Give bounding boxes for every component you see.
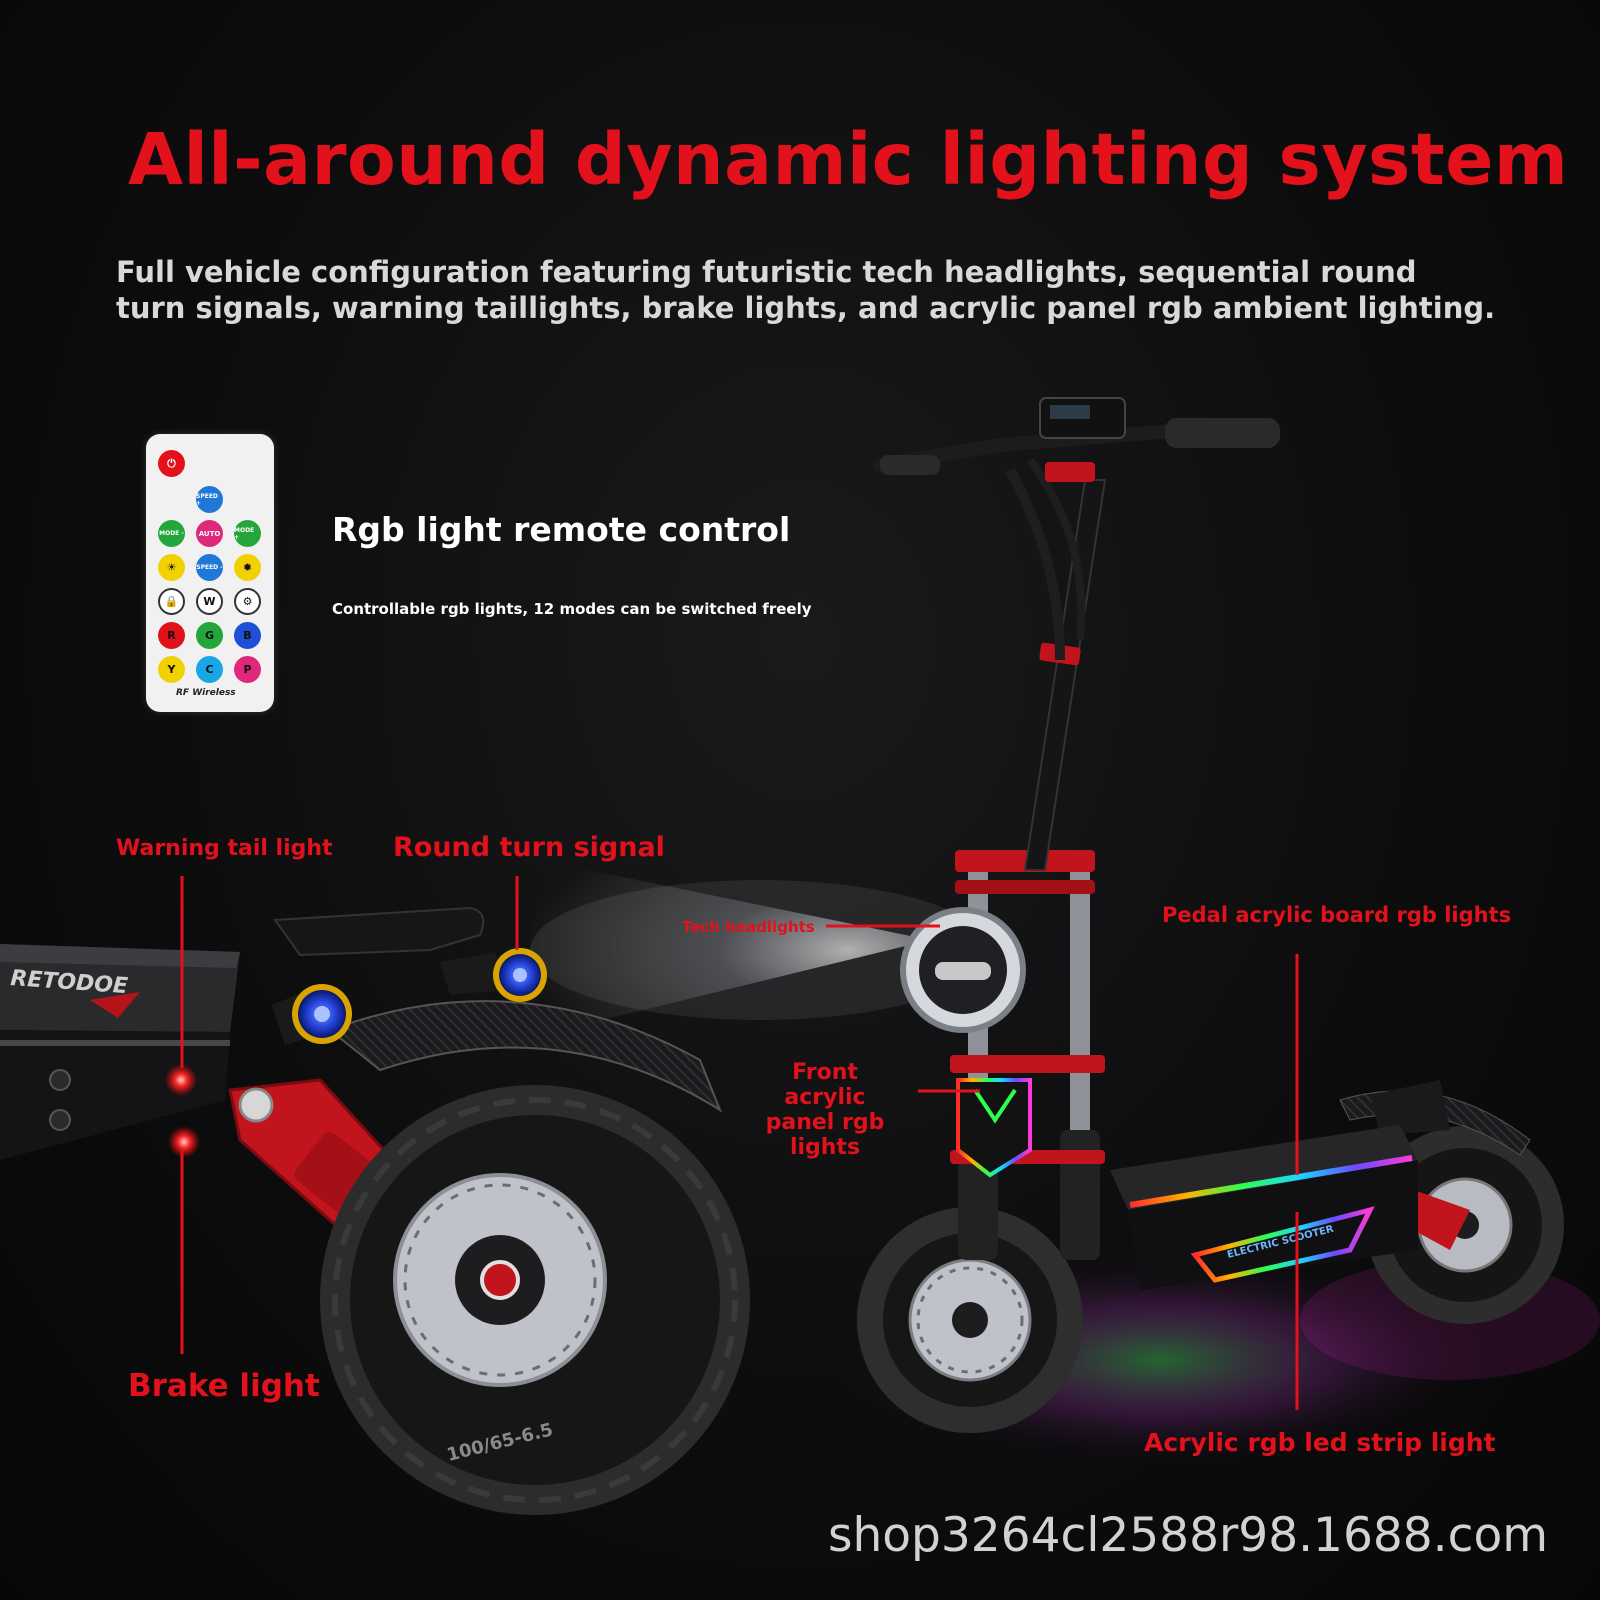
remote-description: Controllable rgb lights, 12 modes can be… [332, 600, 812, 618]
front-acrylic-panel [956, 1078, 1032, 1178]
label-tech-headlights: Tech headlights [682, 918, 815, 936]
remote-btn-p: P [234, 656, 261, 683]
remote-btn-g: G [196, 622, 223, 649]
scooter-stem [1023, 479, 1107, 871]
rear-fender [327, 1000, 723, 1113]
remote-btn-r: R [158, 622, 185, 649]
remote-heading: Rgb light remote control [332, 510, 791, 549]
rgb-remote-control: ⏻ SPEED + MODE - AUTO MODE + ☀ SPEED - ✹… [146, 434, 274, 712]
scooter-deck [1110, 1125, 1418, 1210]
remote-btn-speed-minus: SPEED - [196, 554, 223, 581]
label-front-acrylic-panel: Front acrylic panel rgb lights [765, 1060, 885, 1160]
watermark-url: shop3264cl2588r98.1688.com [828, 1508, 1548, 1563]
remote-btn-mode-minus: MODE - [158, 520, 185, 547]
remote-btn-mode-plus: MODE + [234, 520, 261, 547]
remote-btn-y: Y [158, 656, 185, 683]
remote-btn-b: B [234, 622, 261, 649]
remote-btn-c: C [196, 656, 223, 683]
power-button-icon: ⏻ [158, 450, 185, 477]
label-pedal-acrylic-board: Pedal acrylic board rgb lights [1162, 903, 1512, 927]
label-acrylic-led-strip: Acrylic rgb led strip light [1144, 1428, 1496, 1457]
label-brake-light: Brake light [128, 1368, 320, 1404]
deck-rgb-strip [1129, 1155, 1413, 1208]
lock-icon: 🔒 [158, 588, 185, 615]
brake-led [168, 1126, 200, 1158]
deck-rgb-panel [1190, 1206, 1375, 1283]
page-subtitle: Full vehicle configuration featuring fut… [116, 255, 1496, 325]
remote-btn-speed-plus: SPEED + [196, 486, 223, 513]
warning-tail-led [165, 1064, 197, 1096]
rear-turn-signal-left [272, 984, 352, 1045]
remote-btn-w: W [196, 588, 223, 615]
remote-btn-auto: AUTO [196, 520, 223, 547]
remote-brand: RF Wireless [176, 688, 236, 698]
gear-icon: ⚙ [234, 588, 261, 615]
brightness-up-icon: ✹ [234, 554, 261, 581]
label-warning-tail-light: Warning tail light [116, 836, 333, 861]
page-title: All-around dynamic lighting system [128, 118, 1569, 201]
headlight-beam [520, 860, 930, 1040]
brightness-down-icon: ☀ [158, 554, 185, 581]
label-round-turn-signal: Round turn signal [393, 832, 665, 863]
rear-turn-signal-right [440, 948, 547, 1002]
